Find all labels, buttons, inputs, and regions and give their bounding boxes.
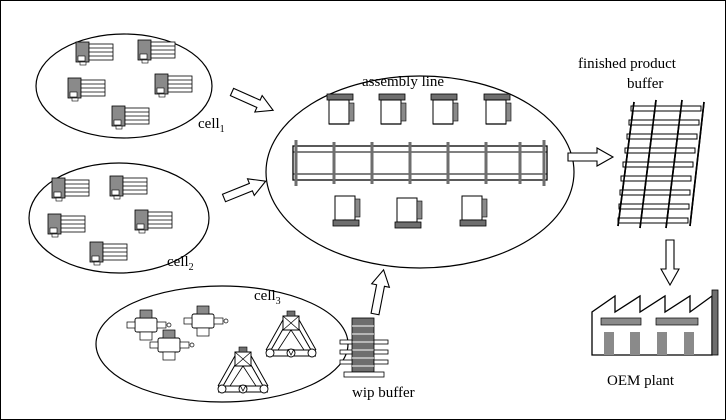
assembly-station-icon (459, 195, 488, 227)
cell-2: cell2 (28, 162, 210, 274)
finished-product-buffer-label-line2: buffer (627, 76, 663, 92)
cell-2-boundary (28, 162, 210, 274)
assembly-line-boundary (265, 75, 575, 269)
storage-rack-icon (617, 99, 705, 229)
assembly-line-label: assembly line (362, 74, 444, 90)
finished-product-buffer: finished product buffer (578, 56, 705, 229)
oem-plant: OEM plant (591, 289, 719, 389)
cell-1-label: cell1 (198, 116, 225, 135)
cell-3-label: cell3 (254, 288, 281, 307)
pallet-stack-icon (339, 317, 389, 378)
cell-1: cell1 (35, 33, 225, 139)
assembly-station-icon (332, 195, 361, 227)
finished-product-buffer-label-line1: finished product (578, 56, 677, 72)
assembly-station-icon (378, 93, 407, 125)
wip-buffer: wip buffer (339, 317, 415, 401)
assembly-station-icon (430, 93, 459, 125)
assembly-station-icon (394, 197, 423, 229)
conveyor (292, 140, 548, 186)
assembly-line: assembly line (265, 74, 575, 269)
cell-1-boundary (35, 33, 213, 139)
cell-2-label: cell2 (167, 254, 194, 273)
oem-plant-label: OEM plant (607, 373, 675, 389)
assembly-station-icon (326, 93, 355, 125)
wip-buffer-label: wip buffer (352, 385, 415, 401)
factory-icon (591, 289, 719, 356)
assembly-station-icon (483, 93, 512, 125)
